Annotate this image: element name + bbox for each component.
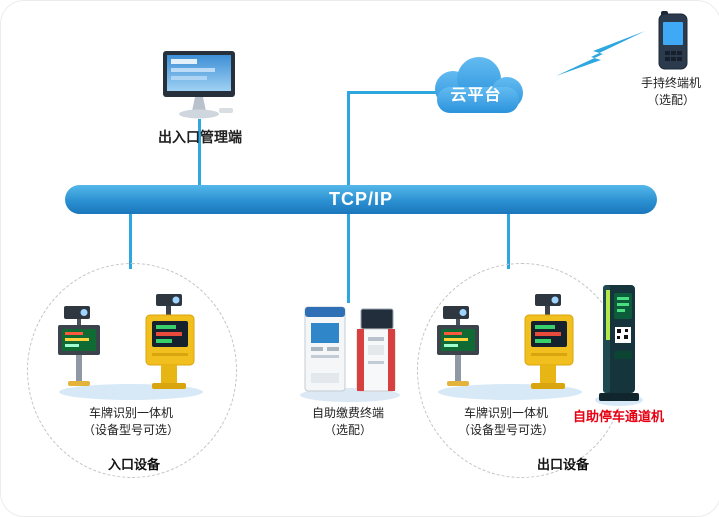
- exit-group-label: 出口设备: [536, 457, 589, 472]
- entry-group-circle: [27, 263, 237, 478]
- payment-kiosks-icon: [300, 306, 400, 402]
- entry-device-label-line2: （设备型号可选）: [82, 423, 179, 437]
- payment-kiosk-label-line2: （选配）: [323, 423, 372, 437]
- parking-channel-machine-icon: [595, 285, 643, 406]
- connector-bus-to-entry: [129, 211, 132, 269]
- cloud-icon: [435, 57, 523, 113]
- cloud-platform-shape: 云平台: [421, 55, 531, 119]
- exit-device-label-line2: （设备型号可选）: [457, 423, 554, 437]
- management-terminal-icon: [163, 51, 235, 119]
- exit-lpr-devices-icon: [437, 294, 582, 400]
- entry-lpr-devices-icon: [58, 294, 203, 400]
- connector-bus-to-payment: [347, 211, 350, 303]
- payment-kiosk-label: 自助缴费终端 （选配）: [288, 405, 408, 439]
- tcpip-bus-label: TCP/IP: [328, 189, 393, 209]
- exit-device-label-line1: 车牌识别一体机: [463, 406, 548, 420]
- entry-device-label-line1: 车牌识别一体机: [88, 406, 173, 420]
- connector-cloud-horizontal: [347, 91, 447, 94]
- handheld-terminal-icon: [658, 11, 688, 70]
- tcpip-bus-bar: TCP/IP: [65, 185, 657, 214]
- entry-device-label: 车牌识别一体机 （设备型号可选）: [61, 405, 201, 439]
- handheld-terminal-label: 手持终端机 （选配）: [619, 75, 719, 109]
- cloud-platform-label: 云平台: [450, 87, 502, 104]
- entry-group-label: 入口设备: [107, 457, 160, 472]
- handheld-label-line1: 手持终端机: [640, 76, 701, 90]
- connector-cloud-to-bus: [347, 91, 350, 187]
- channel-machine-label: 自助停车通道机: [572, 409, 664, 424]
- exit-device-label: 车牌识别一体机 （设备型号可选）: [436, 405, 576, 439]
- handheld-label-line2: （选配）: [646, 93, 695, 107]
- payment-kiosk-label-line1: 自助缴费终端: [311, 406, 384, 420]
- connector-bus-to-exit: [507, 211, 510, 269]
- management-terminal-label: 出入口管理端: [158, 129, 242, 145]
- lightning-link-icon: [556, 31, 645, 76]
- connector-management-to-bus: [198, 119, 201, 187]
